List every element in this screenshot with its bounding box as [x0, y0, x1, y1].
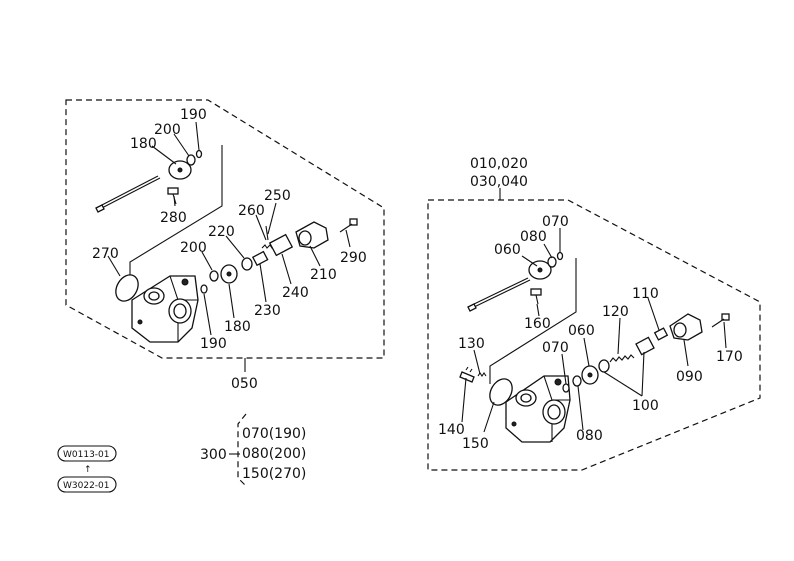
callout: 060	[494, 242, 521, 258]
bolt-170	[711, 313, 730, 328]
spring-130	[477, 372, 487, 377]
callout: 240	[282, 285, 309, 301]
callout: 140	[438, 422, 465, 438]
group-label-line2: 030,040	[470, 174, 528, 190]
callout: 190	[200, 336, 227, 352]
cap-180-b	[220, 264, 238, 284]
callout: 220	[208, 224, 235, 240]
ring-190-b	[200, 284, 208, 294]
plug-140	[459, 366, 475, 383]
kit-row: 150(270)	[242, 466, 306, 482]
callout: 260	[238, 203, 265, 219]
sleeve-240	[268, 233, 294, 257]
bolt-290	[339, 218, 358, 233]
oring-270	[115, 274, 139, 302]
washer-080	[547, 256, 557, 268]
spool-rod	[95, 175, 161, 213]
left-assembly: 190 200 180 280 270 260 250 220 200 180 …	[65, 99, 385, 392]
left-assembly-boundary	[65, 99, 385, 359]
callout: 180	[224, 319, 251, 335]
washer-220	[241, 257, 253, 271]
callout: 160	[524, 316, 551, 332]
callout: 270	[92, 246, 119, 262]
plug-230	[251, 250, 269, 267]
washer-200-b	[209, 270, 219, 282]
callout: 060	[568, 323, 595, 339]
ring-070-b	[562, 383, 570, 393]
kit-row: 070(190)	[242, 426, 306, 442]
group-label-line1: 010,020	[470, 156, 528, 172]
cap-060	[528, 260, 552, 280]
callout: 150	[462, 436, 489, 452]
callout: 230	[254, 303, 281, 319]
oring-150	[489, 378, 513, 406]
washer-200	[186, 154, 196, 166]
callout: 180	[130, 136, 157, 152]
reference-badges: W0113-01 ↑ W3022-01	[57, 445, 117, 493]
kit-row: 080(200)	[242, 446, 306, 462]
callout: 200	[180, 240, 207, 256]
valve-body-left	[131, 275, 199, 343]
callout: 090	[676, 369, 703, 385]
callout: 110	[632, 286, 659, 302]
callout: 280	[160, 210, 187, 226]
right-assembly-boundary	[427, 199, 761, 471]
callout: 120	[602, 304, 629, 320]
spring-120	[609, 354, 635, 363]
callout: 100	[632, 398, 659, 414]
callout: 080	[520, 229, 547, 245]
washer-100	[598, 359, 610, 373]
kit-300: 300 070(190) 080(200) 150(270)	[200, 413, 306, 487]
callout: 290	[340, 250, 367, 266]
callout: 070	[542, 214, 569, 230]
screw-160	[530, 288, 542, 305]
callout: 250	[264, 188, 291, 204]
sleeve-100	[635, 336, 655, 356]
reference-badge-top-text: W0113-01	[63, 450, 110, 460]
cap-090	[669, 313, 703, 341]
callout: 200	[154, 122, 181, 138]
callout: 190	[180, 107, 207, 123]
right-assembly: 070 080 060 160 110 120 060 070 130 140 …	[427, 156, 761, 471]
reference-badge-bottom-text: W3022-01	[63, 481, 110, 491]
right-leaders	[461, 188, 727, 433]
ring-070	[556, 251, 564, 261]
callout: 170	[716, 349, 743, 365]
washer-080-b	[572, 375, 582, 387]
group-label-050: 050	[231, 376, 258, 392]
cap-180	[168, 160, 192, 180]
cap-060-b	[581, 365, 599, 385]
plug-110	[653, 327, 669, 341]
callout: 130	[458, 336, 485, 352]
kit-number: 300	[200, 447, 227, 463]
callout: 080	[576, 428, 603, 444]
reference-badge-bottom	[57, 476, 117, 493]
cap-210	[295, 221, 329, 249]
reference-badge-top	[57, 445, 117, 462]
left-callouts: 190 200 180 280 270 260 250 220 200 180 …	[92, 107, 367, 392]
right-callouts: 070 080 060 160 110 120 060 070 130 140 …	[438, 156, 743, 452]
ring-190	[195, 149, 203, 159]
callout: 070	[542, 340, 569, 356]
callout: 210	[310, 267, 337, 283]
screw-280	[167, 187, 179, 205]
reference-arrow: ↑	[84, 465, 92, 475]
valve-body-right	[505, 375, 571, 443]
left-leaders	[107, 121, 351, 372]
spool-rod-right	[467, 277, 531, 312]
